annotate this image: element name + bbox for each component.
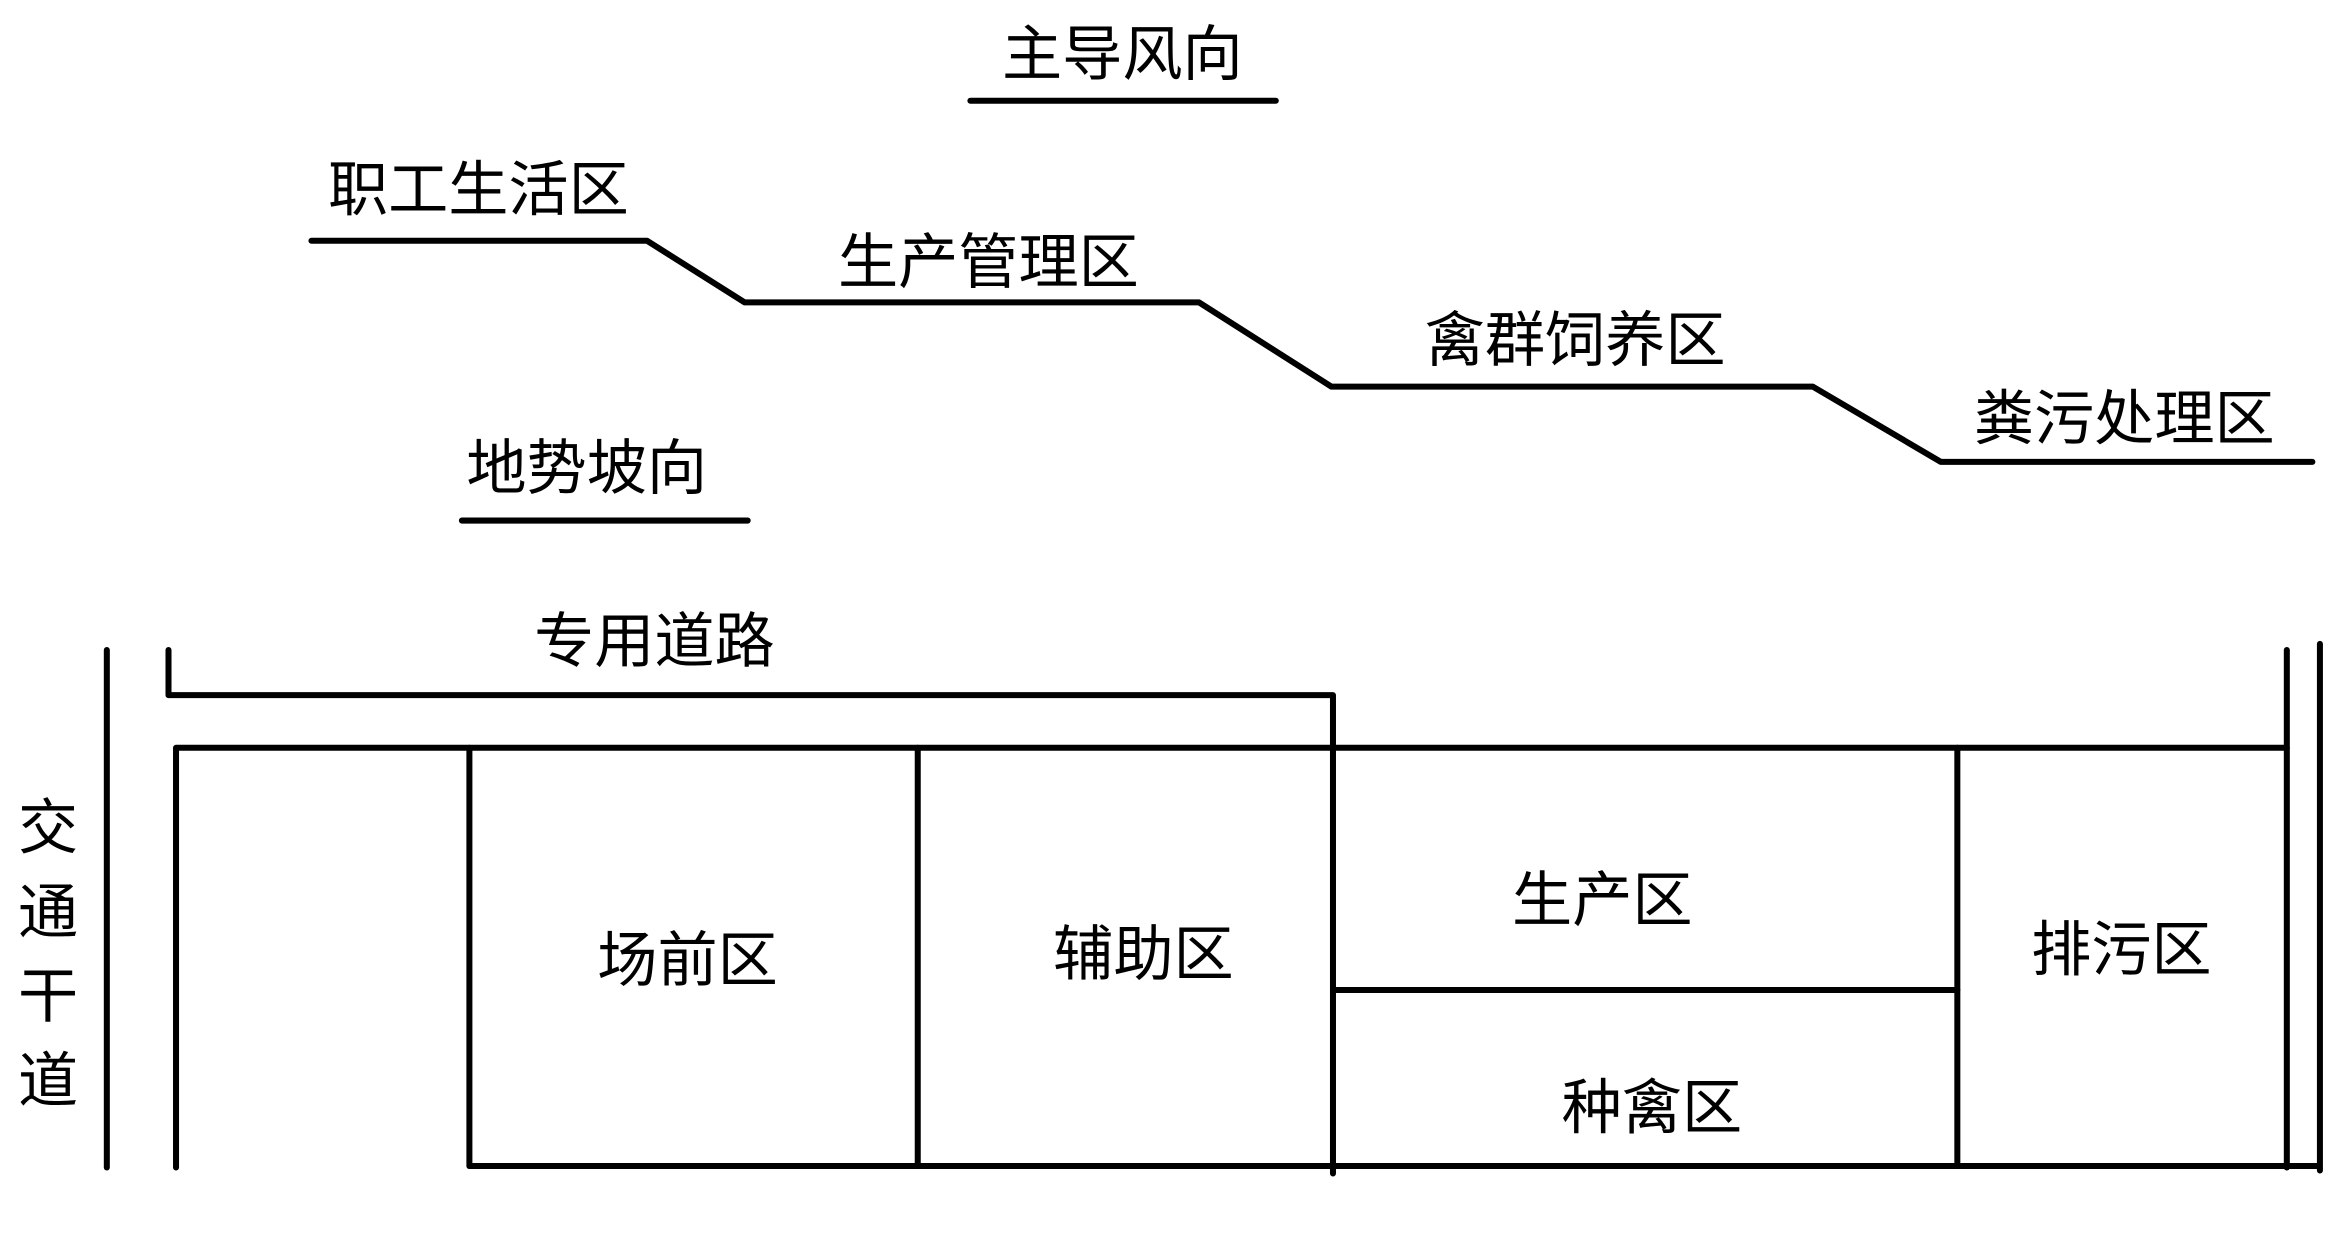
wind-direction-title: 主导风向 <box>1002 20 1243 90</box>
zone-step-line <box>308 237 2316 465</box>
area-sewage: 排污区 <box>2031 915 2211 985</box>
area-auxiliary: 辅助区 <box>1053 920 1233 990</box>
main-road-char: 道 <box>18 1046 78 1116</box>
zone-poultry-feeding: 禽群饲养区 <box>1425 306 1726 376</box>
zone-staff-living: 职工生活区 <box>328 156 629 226</box>
private-road-line <box>165 646 1336 1177</box>
slope-direction-title: 地势坡向 <box>466 434 707 504</box>
area-front: 场前区 <box>597 926 777 996</box>
area-breeding: 种禽区 <box>1562 1073 1742 1143</box>
zone-manure-treatment: 粪污处理区 <box>1974 384 2275 454</box>
main-road-char: 交 <box>18 794 78 864</box>
private-road-label: 专用道路 <box>534 607 775 677</box>
site-outline <box>173 640 2323 1174</box>
area-production: 生产区 <box>1512 866 1692 936</box>
main-road-char: 干 <box>18 962 78 1032</box>
main-road-label: 交 通 干 道 <box>18 794 78 1117</box>
zone-production-management: 生产管理区 <box>838 228 1139 298</box>
main-road-char: 通 <box>18 878 78 948</box>
